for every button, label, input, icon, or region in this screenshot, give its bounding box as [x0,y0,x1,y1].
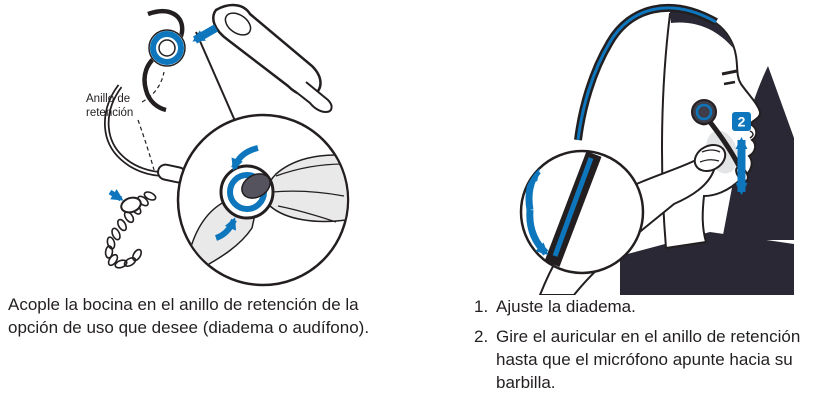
step-1-number: 1. [474,297,489,316]
finger-lines [271,163,345,223]
left-caption: Acople la bocina en el anillo de retenci… [8,295,370,337]
cord-earpiece [120,196,142,214]
wearing-illustration: 2 [470,0,822,295]
shoulder-shape [620,232,794,295]
mic-boom [295,81,333,114]
attach-arrow-icon [192,24,218,44]
speaker-cap [224,12,252,36]
magnifier-pointer-line [195,31,240,131]
ring-outer-edge [148,29,186,67]
cord-attach-arrow-icon [108,189,124,202]
headband-blue-stripe [576,6,717,141]
insert-arrow-bottom-icon [214,217,237,241]
backdrop-wedge [722,66,794,240]
label-leader-bottom [137,119,155,171]
magnifier-contents [185,145,347,269]
insert-arrow-top-icon [231,145,259,171]
step-2-badge: 2 [732,112,751,131]
magnifier-contents [525,151,602,267]
lips [749,130,754,139]
headband-on-head [574,4,718,141]
speaker-disc [241,173,271,199]
badge-background [732,112,751,131]
retention-ring [148,29,186,67]
adjust-arrow-down-icon [526,209,549,256]
instruction-steps: 1. Ajuste la diadema. 2. Gire el auricul… [474,296,816,402]
wearing-illustration-svg: 2 [519,4,794,295]
finger-lines [699,149,721,163]
step-2-badge-number: 2 [738,114,746,130]
earpiece-ring [695,103,713,121]
earpiece [691,99,717,125]
eyebrow [721,69,738,76]
eye [723,80,736,86]
headset-body [212,3,333,114]
headset-capsule [212,3,322,97]
adjust-arrow-up-icon [525,168,541,211]
retention-ring-label: Anillo de retención [86,93,134,120]
headband [104,84,187,184]
magnifier-circle [519,149,645,275]
magnified-view [176,113,350,287]
step-2-number: 2. [474,326,489,346]
ring-blue-band [150,31,184,65]
ring-inner-edge [158,39,176,57]
assembly-illustration [0,0,460,295]
step-1-text: Ajuste la diadema. [496,297,636,316]
label-leader-top [141,71,165,103]
magnified-band-stripe [552,157,594,257]
step-1: 1. Ajuste la diadema. [474,296,816,319]
hair [670,11,733,49]
step-2: 2. Gire el auricular en el anillo de ret… [474,326,816,395]
neck-cord [104,191,157,269]
assembly-illustration-svg [104,3,350,287]
magnified-view [519,149,645,275]
headband-highlight [105,85,165,175]
step-2-text: Gire el auricular en el anillo de retenc… [496,326,801,392]
